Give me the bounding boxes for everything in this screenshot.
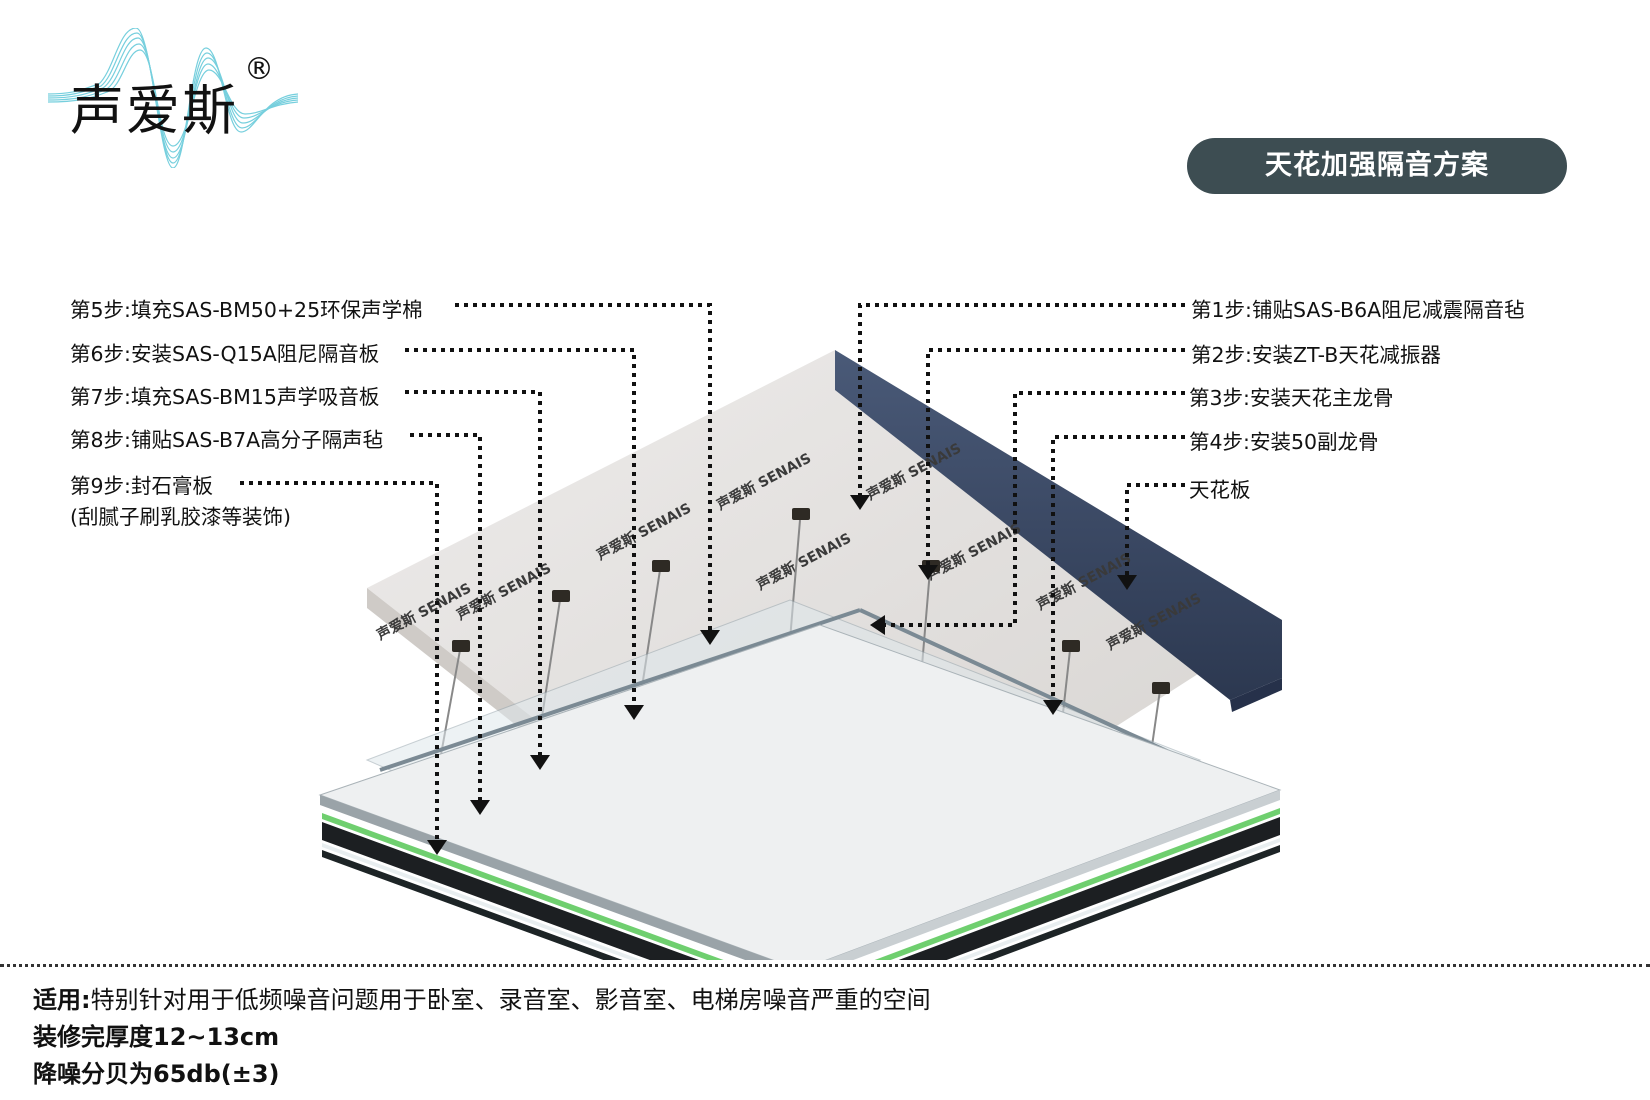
dotted-divider bbox=[0, 964, 1650, 967]
label-step6: 第6步:安装SAS-Q15A阻尼隔音板 bbox=[70, 342, 380, 366]
label-step9-note: (刮腻子刷乳胶漆等装饰) bbox=[70, 505, 291, 529]
noise-reduction-text: 降噪分贝为65db(±3) bbox=[33, 1060, 280, 1088]
usage-label: 适用: bbox=[33, 986, 91, 1014]
ceiling-layers-diagram: 声爱斯 SENAIS 声爱斯 SENAIS 声爱斯 SENAIS 声爱斯 SEN… bbox=[240, 303, 1282, 960]
label-step4: 第4步:安装50副龙骨 bbox=[1189, 430, 1379, 454]
ceiling-slab-right-side bbox=[835, 350, 1282, 700]
page-title: 天花加强隔音方案 bbox=[1187, 138, 1567, 194]
usage-text: 特别针对用于低频噪音问题用于卧室、录音室、影音室、电梯房噪音严重的空间 bbox=[90, 986, 931, 1014]
layer-polymer-felt bbox=[322, 817, 1280, 960]
label-step8: 第8步:铺贴SAS-B7A高分子隔声毡 bbox=[70, 428, 384, 452]
footer-usage: 适用:特别针对用于低频噪音问题用于卧室、录音室、影音室、电梯房噪音严重的空间 bbox=[33, 982, 931, 1019]
leader-lines bbox=[240, 303, 1185, 840]
label-ceiling: 天花板 bbox=[1189, 478, 1251, 502]
footer-thickness: 装修完厚度12~13cm bbox=[33, 1019, 931, 1056]
isolator-mounts bbox=[452, 508, 1170, 694]
footer-notes: 适用:特别针对用于低频噪音问题用于卧室、录音室、影音室、电梯房噪音严重的空间 装… bbox=[33, 982, 931, 1093]
registered-mark: ® bbox=[244, 52, 274, 87]
label-step3: 第3步:安装天花主龙骨 bbox=[1189, 386, 1394, 410]
logo-text: 声爱斯 bbox=[70, 79, 238, 142]
label-step7: 第7步:填充SAS-BM15声学吸音板 bbox=[70, 385, 380, 409]
label-step2: 第2步:安装ZT-B天花减振器 bbox=[1191, 343, 1441, 367]
label-step1: 第1步:铺贴SAS-B6A阻尼减震隔音毡 bbox=[1191, 298, 1525, 322]
leader-arrowheads bbox=[427, 495, 1137, 855]
ceiling-slab-front-side bbox=[1230, 678, 1282, 712]
sound-wave-icon bbox=[48, 28, 298, 168]
layer-acoustic-board-green bbox=[322, 808, 1280, 960]
brand-logo: 声爱斯 ® bbox=[48, 28, 298, 168]
footer-noise-reduction: 降噪分贝为65db(±3) bbox=[33, 1056, 931, 1093]
label-step5: 第5步:填充SAS-BM50+25环保声学棉 bbox=[70, 298, 423, 322]
thickness-text: 装修完厚度12~13cm bbox=[33, 1023, 280, 1051]
label-step9: 第9步:封石膏板 bbox=[70, 474, 213, 498]
